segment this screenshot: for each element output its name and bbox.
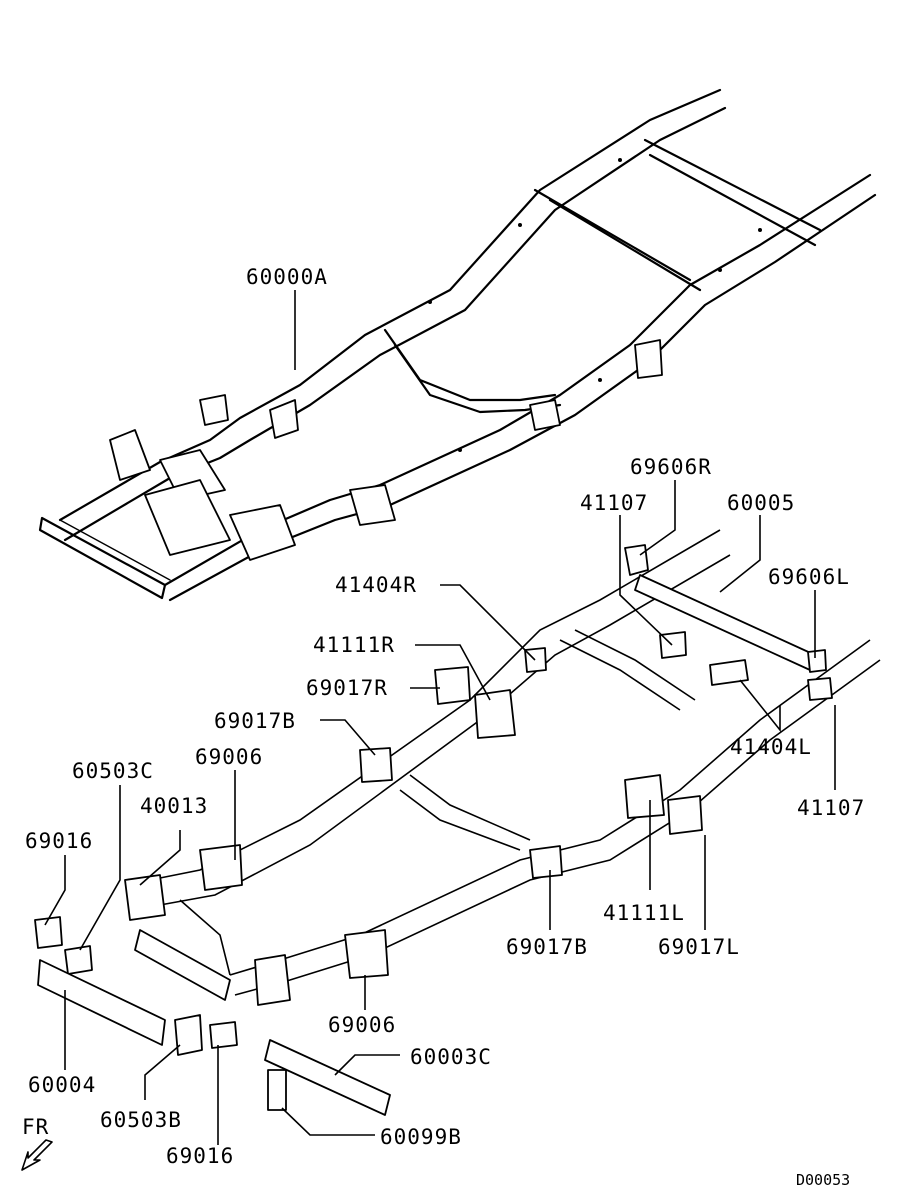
label-69017R[interactable]: 69017R (306, 676, 388, 700)
label-41111R[interactable]: 41111R (313, 633, 395, 657)
label-41404L[interactable]: 41404L (730, 735, 812, 759)
fr-label: FR (22, 1115, 49, 1139)
front-direction-arrow-icon (21, 1139, 53, 1171)
label-69016-top[interactable]: 69016 (25, 829, 93, 853)
label-69016-bottom[interactable]: 69016 (166, 1144, 234, 1168)
label-60003C[interactable]: 60003C (410, 1045, 492, 1069)
part-labels: 60000A 69606R 41107 60005 69606L 41404R … (25, 265, 865, 1168)
leader-lines (44, 290, 836, 1145)
label-41111L[interactable]: 41111L (603, 901, 685, 925)
label-69017L[interactable]: 69017L (658, 935, 740, 959)
assembled-frame (38, 88, 877, 602)
label-60005[interactable]: 60005 (727, 491, 795, 515)
label-60503C[interactable]: 60503C (72, 759, 154, 783)
label-41107-bottom[interactable]: 41107 (797, 796, 865, 820)
exploded-parts (34, 544, 833, 1116)
diagram-code: D00053 (796, 1171, 850, 1187)
label-60503B[interactable]: 60503B (100, 1108, 182, 1132)
label-69606L[interactable]: 69606L (768, 565, 850, 589)
label-69606R[interactable]: 69606R (630, 455, 712, 479)
label-60004[interactable]: 60004 (28, 1073, 96, 1097)
label-60000A[interactable]: 60000A (246, 265, 328, 289)
label-41404R[interactable]: 41404R (335, 573, 417, 597)
label-69006-bottom[interactable]: 69006 (328, 1013, 396, 1037)
label-69006-top[interactable]: 69006 (195, 745, 263, 769)
label-60099B[interactable]: 60099B (380, 1125, 462, 1149)
label-40013[interactable]: 40013 (140, 794, 208, 818)
label-69017B-top[interactable]: 69017B (214, 709, 296, 733)
front-direction-indicator: FR (21, 1115, 53, 1171)
label-41107-top[interactable]: 41107 (580, 491, 648, 515)
label-69017B-bottom[interactable]: 69017B (506, 935, 588, 959)
